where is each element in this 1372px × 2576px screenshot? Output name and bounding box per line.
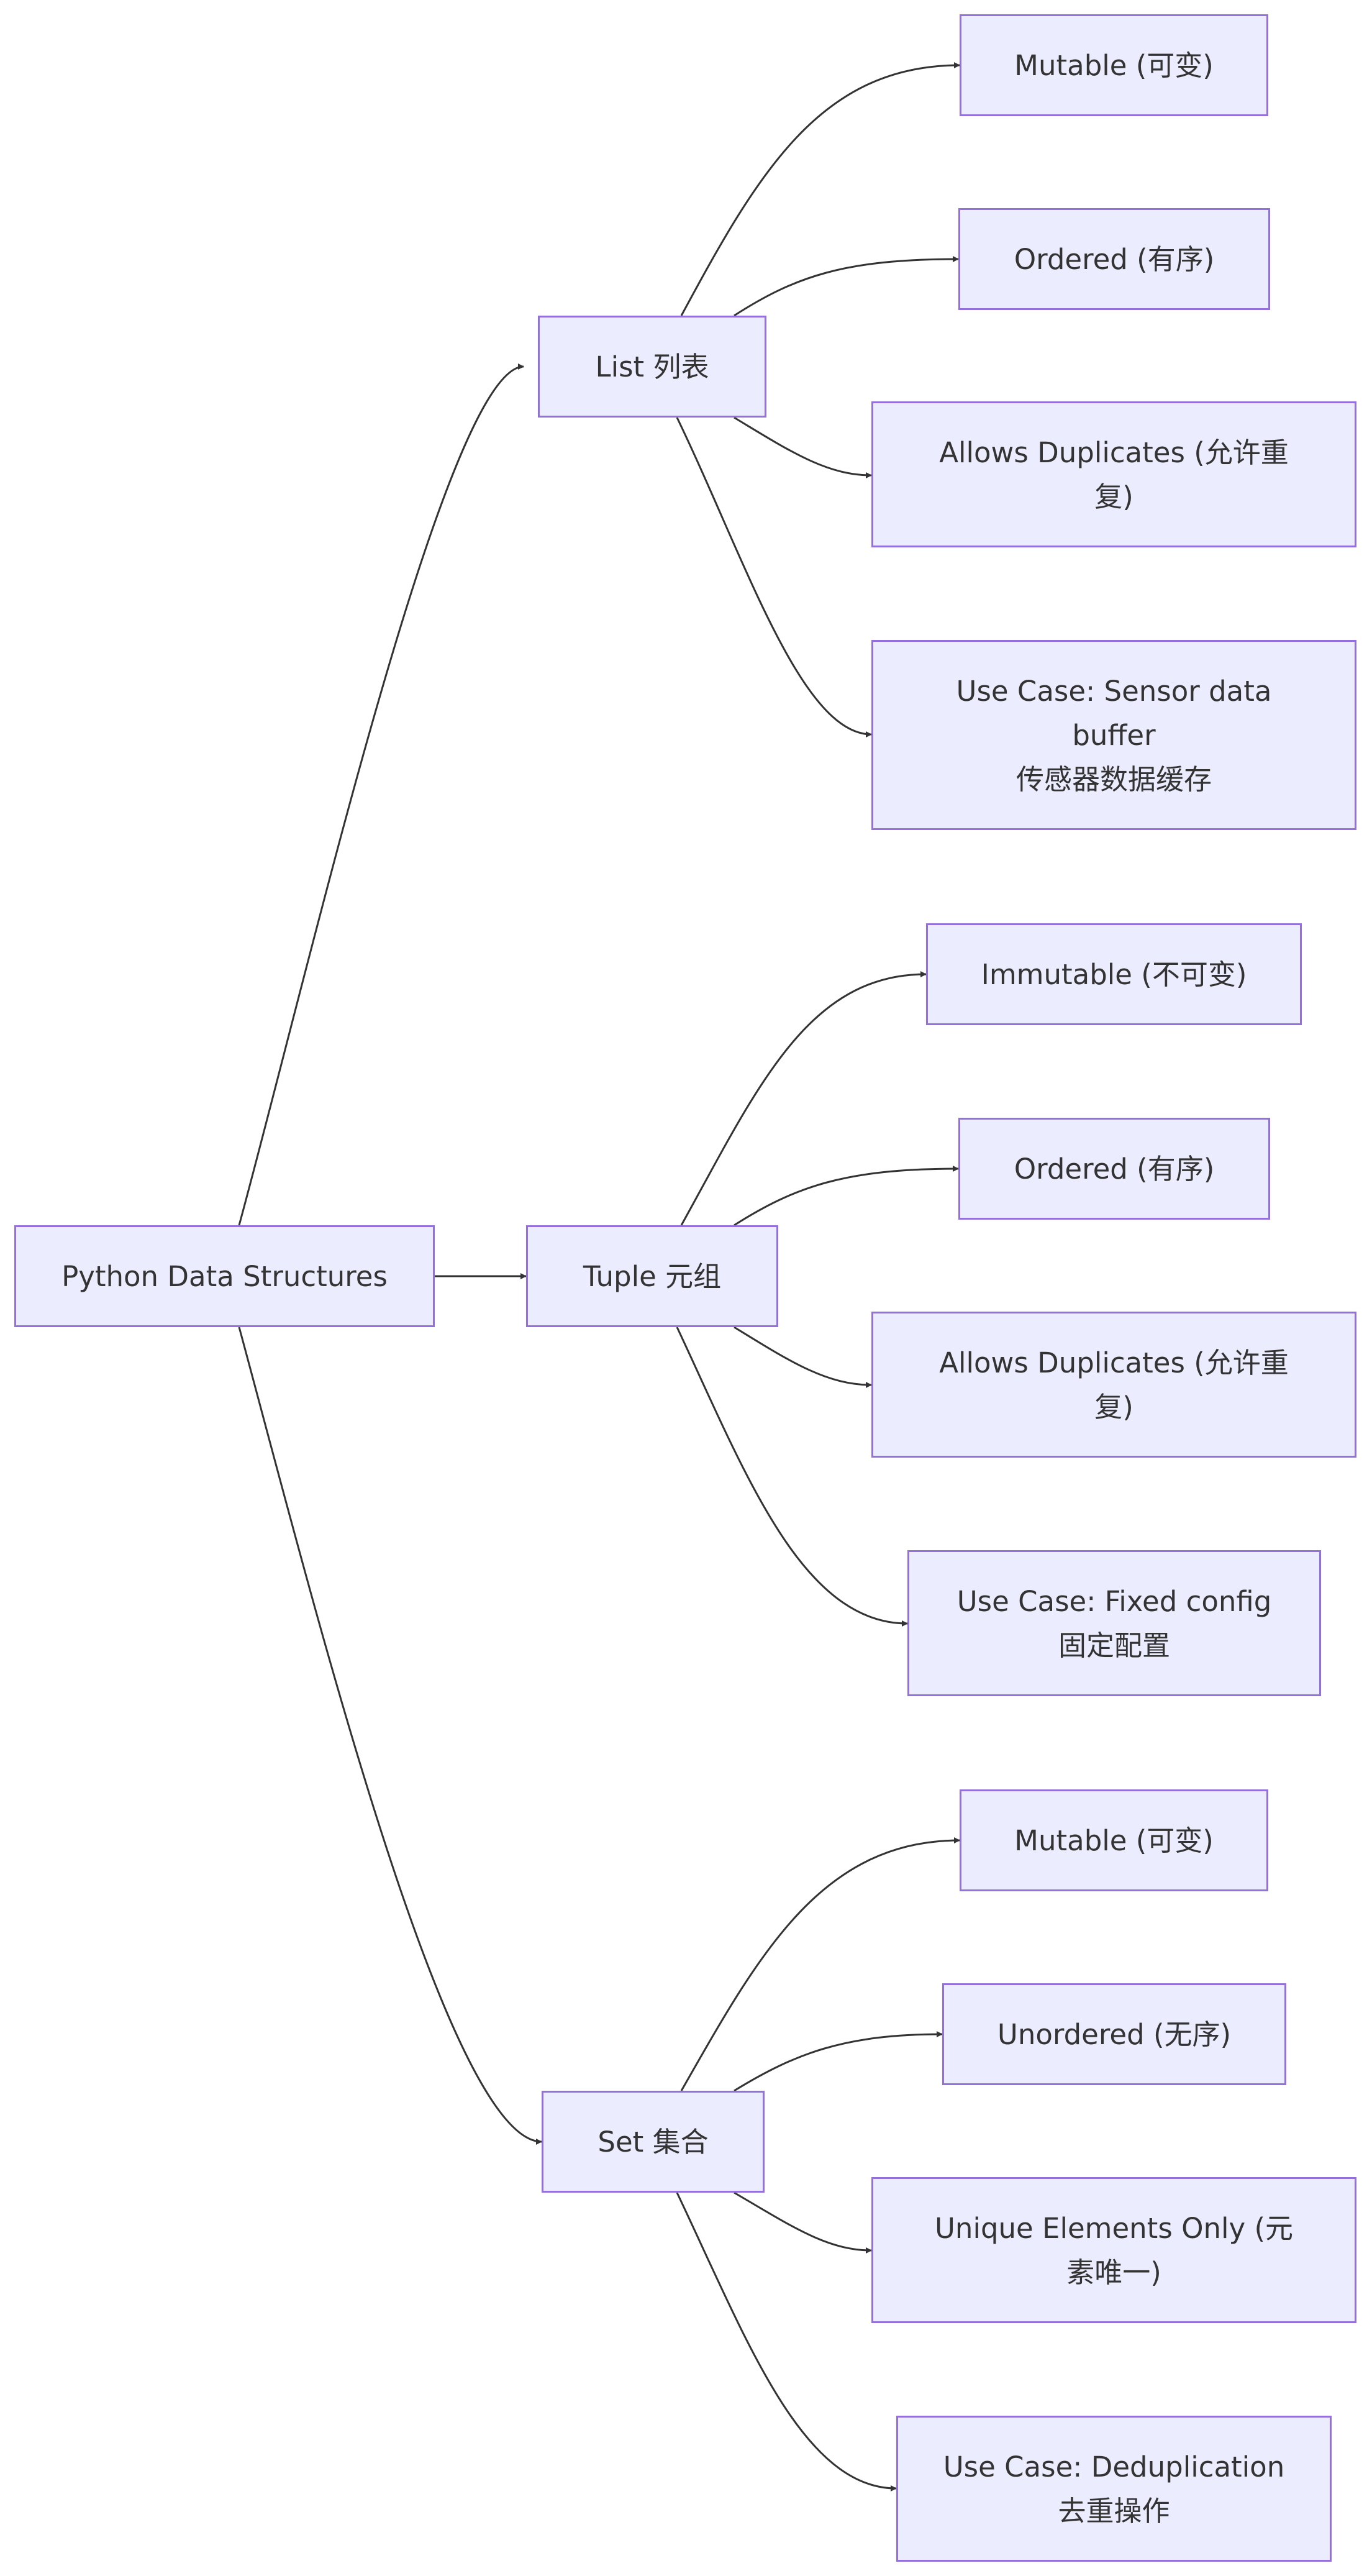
node-tuple-usecase-label: Use Case: Fixed config 固定配置 bbox=[957, 1579, 1272, 1668]
edge-tuple-to-duplicates bbox=[734, 1326, 872, 1388]
node-list-usecase-line-2: buffer bbox=[1072, 718, 1156, 752]
node-tuple-duplicates-line-1: Allows Duplicates (允许重 bbox=[939, 1346, 1289, 1379]
node-tuple-ordered-label: Ordered (有序) bbox=[1014, 1147, 1215, 1191]
edge-set-to-unique bbox=[734, 2191, 872, 2254]
node-list-usecase-label: Use Case: Sensor data buffer 传感器数据缓存 bbox=[956, 669, 1272, 802]
node-root: Python Data Structures bbox=[14, 1225, 435, 1327]
node-list-duplicates-line-2: 复) bbox=[1094, 480, 1133, 513]
node-list-duplicates-label: Allows Duplicates (允许重 复) bbox=[939, 431, 1289, 519]
edge-list-to-usecase bbox=[676, 417, 872, 738]
node-list-mutable: Mutable (可变) bbox=[960, 14, 1268, 116]
node-tuple-usecase-line-2: 固定配置 bbox=[1058, 1628, 1170, 1662]
edge-list-to-mutable bbox=[680, 62, 960, 316]
edge-list-to-duplicates bbox=[734, 416, 872, 478]
node-tuple-duplicates-line-2: 复) bbox=[1094, 1390, 1133, 1423]
node-tuple-immutable-label: Immutable (不可变) bbox=[981, 952, 1247, 997]
node-set-unique: Unique Elements Only (元 素唯一) bbox=[871, 2177, 1356, 2323]
node-tuple-usecase-line-1: Use Case: Fixed config bbox=[956, 1584, 1272, 1618]
node-set-label: Set 集合 bbox=[597, 2125, 709, 2158]
node-list-usecase-line-1: Use Case: Sensor data bbox=[956, 674, 1272, 708]
node-tuple-label: Tuple 元组 bbox=[583, 1259, 722, 1293]
edge-tuple-to-usecase bbox=[676, 1327, 908, 1627]
edge-root-to-list bbox=[238, 363, 524, 1226]
node-set-unique-line-2: 素唯一) bbox=[1066, 2255, 1161, 2289]
node-set: Set 集合 bbox=[542, 2091, 765, 2193]
node-tuple-duplicates-label: Allows Duplicates (允许重 复) bbox=[939, 1341, 1289, 1429]
node-list-ordered-label: Ordered (有序) bbox=[1014, 237, 1215, 281]
node-set-unordered-label: Unordered (无序) bbox=[997, 2012, 1231, 2057]
node-list-label: List 列表 bbox=[595, 350, 709, 383]
node-list-mutable-line-1: Mutable (可变) bbox=[1014, 48, 1214, 82]
node-list-mutable-label: Mutable (可变) bbox=[1014, 43, 1214, 88]
edge-root-to-set bbox=[238, 1327, 542, 2145]
node-set-mutable: Mutable (可变) bbox=[960, 1789, 1268, 1891]
node-tuple-immutable-line-1: Immutable (不可变) bbox=[981, 957, 1247, 991]
edge-tuple-to-immutable bbox=[680, 971, 927, 1226]
node-set-unique-label: Unique Elements Only (元 素唯一) bbox=[935, 2206, 1293, 2295]
node-tuple-usecase: Use Case: Fixed config 固定配置 bbox=[907, 1550, 1321, 1696]
node-list: List 列表 bbox=[538, 316, 766, 418]
node-set-unordered: Unordered (无序) bbox=[942, 1983, 1286, 2085]
node-set-unordered-line-1: Unordered (无序) bbox=[997, 2017, 1232, 2051]
node-root-label: Python Data Structures bbox=[61, 1259, 388, 1293]
node-tuple-duplicates: Allows Duplicates (允许重 复) bbox=[871, 1312, 1356, 1458]
node-set-usecase-line-2: 去重操作 bbox=[1058, 2494, 1170, 2528]
edge-set-to-unordered bbox=[734, 2031, 943, 2092]
node-tuple: Tuple 元组 bbox=[526, 1225, 778, 1327]
node-tuple-ordered-line-1: Ordered (有序) bbox=[1014, 1152, 1215, 1185]
node-list-duplicates-line-1: Allows Duplicates (允许重 bbox=[939, 436, 1289, 469]
node-list-ordered: Ordered (有序) bbox=[958, 208, 1270, 310]
node-set-mutable-line-1: Mutable (可变) bbox=[1014, 1824, 1214, 1857]
edge-set-to-usecase bbox=[676, 2192, 897, 2492]
node-list-usecase: Use Case: Sensor data buffer 传感器数据缓存 bbox=[871, 640, 1356, 830]
edge-set-to-mutable bbox=[680, 1837, 960, 2091]
node-list-usecase-line-3: 传感器数据缓存 bbox=[1015, 762, 1212, 796]
node-set-unique-line-1: Unique Elements Only (元 bbox=[934, 2211, 1294, 2245]
node-set-usecase-label: Use Case: Deduplication 去重操作 bbox=[943, 2445, 1284, 2533]
edge-tuple-to-ordered bbox=[734, 1166, 959, 1226]
node-list-duplicates: Allows Duplicates (允许重 复) bbox=[871, 401, 1356, 547]
node-set-usecase: Use Case: Deduplication 去重操作 bbox=[896, 2416, 1332, 2562]
edge-list-to-ordered bbox=[734, 256, 959, 317]
node-set-usecase-line-1: Use Case: Deduplication bbox=[943, 2450, 1285, 2483]
node-tuple-immutable: Immutable (不可变) bbox=[926, 923, 1302, 1025]
node-set-mutable-label: Mutable (可变) bbox=[1014, 1819, 1214, 1863]
node-list-ordered-line-1: Ordered (有序) bbox=[1014, 242, 1215, 276]
node-tuple-ordered: Ordered (有序) bbox=[958, 1118, 1270, 1220]
